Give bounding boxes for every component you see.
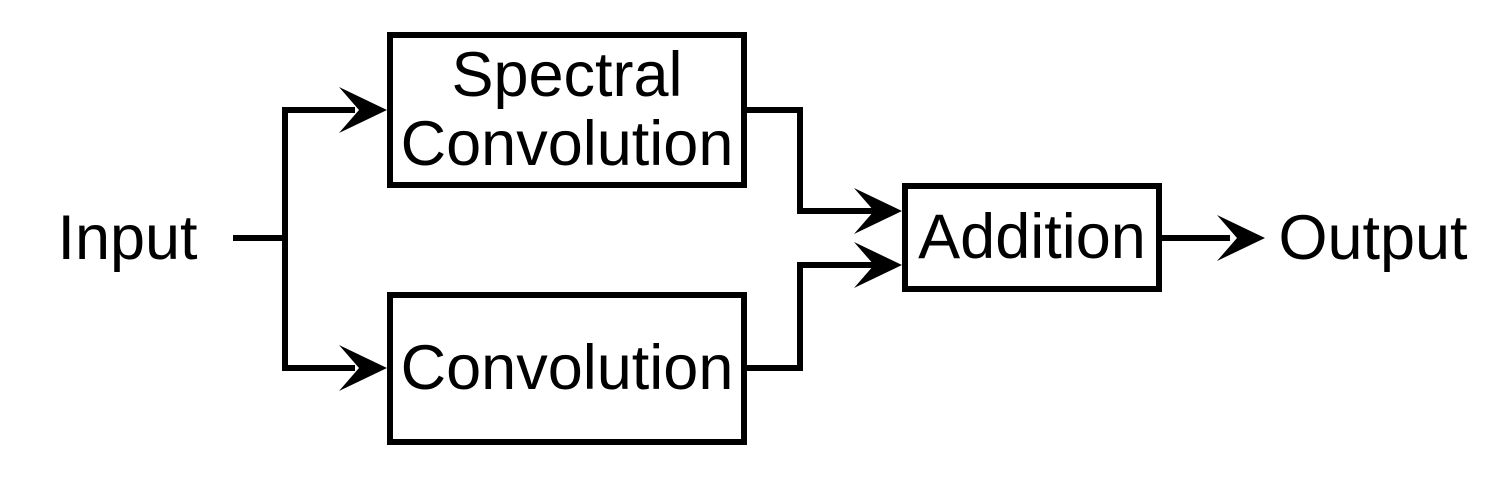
connector-convolution-to-addition: [747, 262, 878, 371]
arrowhead-into-addition-bottom-icon: [854, 242, 902, 288]
spectral-convolution-node: Spectral Convolution: [387, 32, 747, 188]
convolution-node: Convolution: [387, 292, 747, 445]
arrowhead-into-convolution-icon: [339, 345, 387, 391]
arrowhead-into-addition-top-icon: [854, 188, 902, 234]
connector-spectral-to-addition: [747, 107, 878, 214]
arrowhead-into-spectral-icon: [339, 87, 387, 133]
output-label: Output: [1278, 202, 1468, 273]
input-label: Input: [57, 202, 198, 273]
spectral-convolution-label: Spectral Convolution: [400, 39, 734, 179]
addition-node: Addition: [902, 183, 1162, 292]
connector-input-split: [233, 107, 355, 371]
addition-label: Addition: [918, 201, 1146, 272]
arrowhead-into-output-icon: [1217, 215, 1265, 261]
convolution-label: Convolution: [400, 332, 734, 403]
